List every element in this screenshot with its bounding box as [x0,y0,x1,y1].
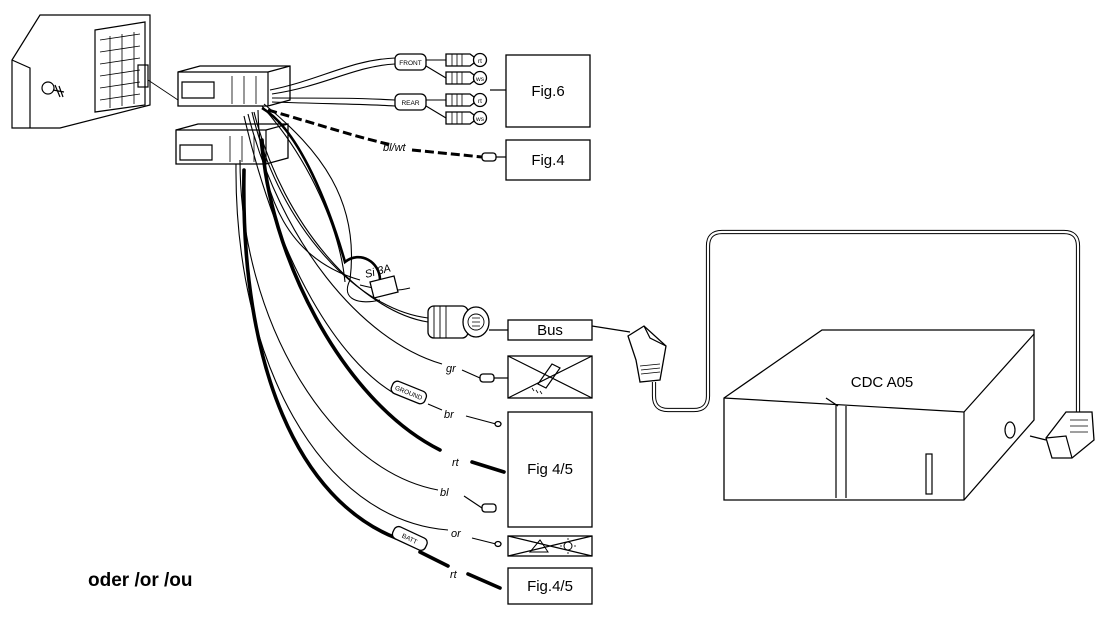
illumination-crossed-icon [507,535,593,557]
angled-plug-icon [627,325,667,383]
cdc-cable [651,229,1081,413]
rca-cable-bundle: FRONT REAR [269,53,447,119]
rca-plug-rear-rt: rt [445,92,488,108]
ground-tag [390,380,428,405]
br-wire [243,115,502,428]
fuse-holder [369,275,399,299]
rca-plug-front-ws: ws [445,70,488,86]
wire-label-br: br [444,409,455,421]
iso-connector-upper [177,65,291,107]
front-tag-label: FRONT [399,60,421,67]
rca-label-ws: ws [475,76,485,83]
bus-link-line [591,325,631,333]
rca-plug-front-rt: rt [445,52,488,68]
fig45-small-label: Fig.4/5 [527,578,573,595]
rca-label-ws: ws [475,116,485,123]
angled-plug-cdc-icon [1029,411,1095,459]
wire-label-gr: gr [446,363,457,375]
bus-box [507,319,593,341]
rear-tag-label: REAR [401,100,419,107]
fuse-loop-wires [257,103,411,303]
wire-label-blwt: bl/wt [383,142,407,154]
rca-label-rt: rt [478,58,482,65]
wire-label-or: or [451,528,462,540]
fig45-box [507,411,593,528]
fig6-box [505,54,591,128]
fig4-label: Fig.4 [531,152,564,169]
fig45-small-box [507,567,593,605]
rt-wire-bold [260,138,506,474]
wire-label-rt: rt [452,457,460,469]
cdc-label: CDC A05 [851,374,914,391]
batt-tag [391,525,428,551]
alternative-label: oder /or /ou [88,570,193,591]
rear-tag [394,93,427,111]
rca-label-rt: rt [478,98,482,105]
fig45-box-label: Fig 4/5 [527,461,573,478]
rca-plug-rear-ws: ws [445,110,488,126]
blwt-wire [267,108,506,162]
cd-changer-box-icon [723,329,1035,501]
phone-mute-crossed-icon [507,355,593,399]
car-radio-chassis-icon [11,14,179,129]
or-wire [235,163,502,548]
fig4-box [505,139,591,181]
iso-connector-lower [175,123,289,165]
bus-label: Bus [537,322,563,339]
wire-label-rt-batt: rt [450,569,458,581]
fig6-label: Fig.6 [531,83,564,100]
wire-label-bl: bl [440,487,449,499]
bus-plug-icon [251,111,508,339]
rt-batt-wire-bold [242,168,502,590]
front-tag [394,53,427,71]
